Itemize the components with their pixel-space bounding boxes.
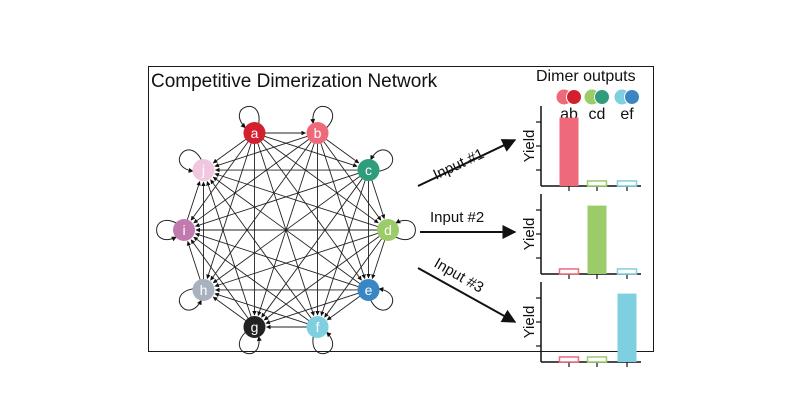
yield-chart-2: Yield (521, 194, 641, 279)
figure-title: Competitive Dimerization Network (151, 71, 438, 92)
legend-pair-cd: cd (584, 89, 610, 123)
edge-a-d (258, 135, 379, 224)
y-label-2: Yield (521, 218, 538, 251)
self-loop-c (370, 149, 393, 172)
node-label-j: j (201, 162, 205, 178)
edge-b-e (317, 138, 366, 279)
node-label-a: a (251, 125, 259, 141)
node-label-e: e (365, 282, 373, 298)
node-circle-b (306, 121, 329, 144)
bar-1-ab (559, 117, 579, 186)
node-i: i (173, 219, 195, 241)
edge-c-f (320, 175, 369, 317)
edge-e-f (326, 292, 365, 321)
node-label-c: c (365, 162, 372, 178)
node-j: j (192, 159, 215, 182)
edge-i-j (184, 181, 201, 225)
edge-a-h (206, 138, 255, 279)
node-circle-d (377, 219, 399, 241)
node-a: a (243, 121, 266, 144)
edge-d-e (371, 235, 388, 279)
self-loop-b (310, 105, 334, 129)
legend-pair-ef: ef (614, 89, 640, 123)
network-self-loops (156, 105, 416, 355)
input-label-2: Input #2 (430, 209, 484, 226)
self-loop-h (179, 288, 202, 311)
bar-2-cd (587, 205, 607, 274)
node-circle-e (357, 278, 380, 301)
self-loop-d (395, 218, 416, 240)
legend-label-ef: ef (620, 106, 634, 123)
bar-1-cd (586, 180, 608, 187)
node-label-f: f (316, 319, 320, 335)
node-label-h: h (200, 282, 208, 298)
node-g: g (243, 316, 266, 339)
node-b: b (306, 121, 329, 144)
yield-chart-3: Yield (521, 282, 641, 367)
node-label-d: d (384, 222, 392, 238)
bar-2-ab (558, 268, 580, 275)
bar-3-ab (558, 356, 580, 363)
input-arrows: Input #1 Input #2 Input #3 (417, 139, 517, 323)
legend-pair-ab: ab (556, 89, 582, 123)
edge-b-j (214, 133, 312, 168)
self-loop-j (179, 149, 202, 173)
legend-dot-ab-2 (566, 89, 582, 105)
bar-3-ef (617, 293, 637, 362)
bar-3-cd (586, 356, 608, 363)
node-circle-c (357, 159, 380, 182)
input-arrow-1 (417, 139, 517, 187)
legend-dot-ef-2 (624, 89, 640, 105)
node-label-b: b (314, 125, 322, 141)
figure-frame (148, 66, 654, 352)
edge-h-i (186, 240, 204, 285)
legend-label-cd: cd (589, 106, 606, 123)
node-circle-h (192, 278, 215, 301)
input-label-1: Input #1 (431, 145, 487, 183)
self-loop-g (238, 331, 262, 355)
node-d: d (377, 219, 399, 241)
edge-g-j (206, 181, 255, 322)
legend-dot-cd-2 (594, 89, 610, 105)
bar-1-ef (616, 180, 638, 187)
bar-2-ef (616, 268, 638, 275)
node-circle-a (243, 121, 266, 144)
input-arrow-3 (417, 267, 517, 323)
node-e: e (357, 278, 380, 301)
edge-b-i (193, 135, 314, 224)
node-circle-f (306, 316, 329, 339)
node-label-g: g (251, 319, 259, 335)
self-loop-f (312, 331, 334, 355)
node-circle-i (173, 219, 195, 241)
node-circle-g (243, 316, 266, 339)
network-edges (184, 130, 388, 330)
outputs-header: Dimer outputs (536, 68, 636, 85)
yield-chart-1: Yield (521, 106, 641, 191)
network-nodes: a b c d e f g h i j (173, 121, 399, 339)
self-loop-e (370, 287, 393, 311)
edge-c-d (368, 175, 386, 220)
node-c: c (357, 159, 380, 182)
y-label-3: Yield (521, 306, 538, 339)
node-label-i: i (182, 222, 185, 238)
self-loop-i (156, 220, 177, 242)
edge-a-i (190, 137, 253, 221)
y-label-1: Yield (521, 130, 538, 163)
edge-d-g (263, 232, 384, 321)
node-f: f (306, 316, 329, 339)
self-loop-a (238, 105, 260, 129)
node-h: h (192, 278, 215, 301)
edge-f-i (193, 236, 314, 325)
node-circle-j (192, 159, 215, 182)
